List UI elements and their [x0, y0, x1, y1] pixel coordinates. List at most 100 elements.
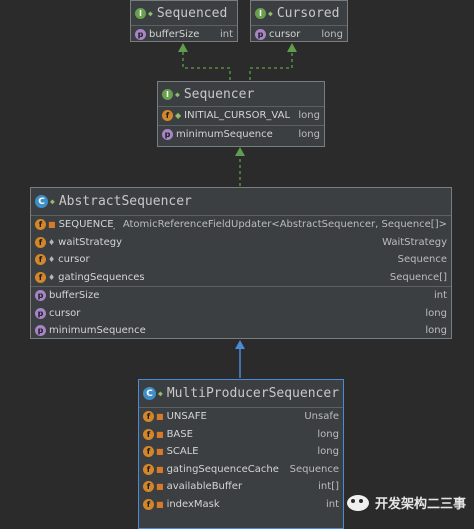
field-type: WaitStrategy	[382, 236, 447, 248]
node-multi-producer-sequencer[interactable]: C ◆ MultiProducerSequencer f ■ UNSAFE Un…	[138, 379, 344, 529]
field-name: indexMask	[166, 498, 220, 510]
field-name: availableBuffer	[166, 481, 243, 493]
node-sequencer[interactable]: I ◆ Sequencer f ◆ INITIAL_CURSOR_VALUE l…	[157, 81, 325, 147]
field-row[interactable]: f ■ UNSAFE Unsafe	[139, 408, 343, 426]
field-name: cursor	[58, 254, 90, 266]
field-icon: f	[143, 498, 154, 510]
field-name: gatingSequences	[58, 271, 145, 283]
field-row[interactable]: f ■ SCALE long	[139, 443, 343, 461]
private-lock-icon: ■	[156, 447, 164, 457]
prop-row[interactable]: p minimumSequence long	[158, 126, 324, 144]
node-title: AbstractSequencer	[58, 194, 192, 209]
interface-icon: I	[135, 7, 146, 19]
field-type: Sequence	[397, 254, 447, 266]
field-type: int[]	[318, 481, 339, 493]
field-row[interactable]: f ■ gatingSequenceCache Sequence	[139, 461, 343, 479]
node-header: I ◆ Sequencer	[158, 82, 324, 107]
public-icon: ◆	[268, 8, 273, 18]
prop-type: long	[298, 128, 320, 140]
prop-row[interactable]: p minimumSequence long	[31, 322, 451, 340]
prop-type: int	[219, 29, 233, 41]
field-name: INITIAL_CURSOR_VALUE	[184, 110, 290, 122]
watermark-text: 开发架构二三事	[374, 497, 466, 512]
public-icon: ◆	[175, 89, 180, 99]
field-name: waitStrategy	[58, 236, 123, 248]
field-type: long	[317, 428, 339, 440]
private-lock-icon: ■	[156, 464, 164, 474]
public-icon: ◆	[158, 389, 163, 398]
field-row[interactable]: f ♦ waitStrategy WaitStrategy	[31, 234, 451, 252]
node-sequenced[interactable]: I ◆ Sequenced p bufferSize int	[130, 0, 238, 42]
field-row[interactable]: f ♦ gatingSequences Sequence[]	[31, 269, 451, 287]
field-type: AtomicReferenceFieldUpdater<AbstractSequ…	[122, 219, 447, 231]
static-field-icon: f	[143, 446, 154, 458]
node-abstract-sequencer[interactable]: C ◆ AbstractSequencer f ■ SEQUENCE_UPDAT…	[30, 187, 452, 339]
field-name: BASE	[166, 428, 193, 440]
field-row[interactable]: f ■ BASE long	[139, 426, 343, 444]
prop-row[interactable]: p bufferSize int	[31, 287, 451, 305]
field-row[interactable]: f ■ indexMask int	[139, 496, 343, 514]
interface-icon: I	[162, 88, 173, 100]
protected-key-icon: ♦	[48, 237, 56, 247]
props-section: p minimumSequence long	[158, 126, 324, 144]
property-icon: p	[135, 29, 146, 41]
prop-row[interactable]: p cursor long	[31, 305, 451, 323]
prop-type: int	[433, 290, 447, 302]
field-icon: f	[35, 271, 46, 283]
interface-icon: I	[255, 7, 266, 19]
public-icon: ◆	[175, 111, 182, 121]
prop-name: bufferSize	[49, 290, 100, 302]
class-icon: C	[143, 387, 156, 400]
field-type: long	[298, 110, 320, 122]
static-field-icon: f	[143, 411, 154, 423]
field-type: Sequence[]	[389, 271, 447, 283]
node-title: MultiProducerSequencer	[166, 386, 340, 401]
node-title: Cursored	[276, 5, 340, 21]
private-lock-icon: ■	[48, 220, 56, 230]
props-section: p bufferSize int p cursor long p minimum…	[31, 287, 451, 340]
edge-sequencer-sequenced	[182, 50, 231, 80]
private-lock-icon: ■	[156, 482, 164, 492]
property-icon: p	[35, 325, 46, 337]
prop-name: bufferSize	[149, 29, 200, 41]
node-header: C ◆ MultiProducerSequencer	[139, 380, 343, 408]
field-row[interactable]: f ◆ INITIAL_CURSOR_VALUE long	[158, 107, 324, 125]
field-icon: f	[35, 236, 46, 248]
private-lock-icon: ■	[156, 429, 164, 439]
field-row[interactable]: f ♦ cursor Sequence	[31, 251, 451, 269]
edge-sequencer-cursored	[249, 50, 293, 80]
props-section: p cursor long	[251, 26, 347, 44]
field-icon: f	[35, 254, 46, 266]
field-icon: f	[143, 481, 154, 493]
prop-type: long	[425, 307, 447, 319]
field-name: gatingSequenceCache	[166, 463, 279, 475]
prop-row[interactable]: p bufferSize int	[131, 26, 237, 44]
arrowhead-cursored	[287, 43, 297, 52]
arrowhead-sequencer	[235, 147, 245, 156]
field-icon: f	[143, 463, 154, 475]
node-header: I ◆ Cursored	[251, 1, 347, 26]
field-name: SCALE	[166, 446, 199, 458]
prop-type: long	[425, 325, 447, 337]
prop-name: minimumSequence	[49, 325, 146, 337]
field-row[interactable]: f ■ SEQUENCE_UPDATER AtomicReferenceFiel…	[31, 216, 451, 234]
field-type: Sequence	[289, 463, 339, 475]
node-header: I ◆ Sequenced	[131, 1, 237, 26]
node-title: Sequencer	[183, 86, 255, 102]
public-icon: ◆	[50, 197, 55, 206]
prop-type: long	[321, 29, 343, 41]
property-icon: p	[35, 307, 46, 319]
field-type: long	[317, 446, 339, 458]
private-lock-icon: ■	[156, 499, 164, 509]
field-name: SEQUENCE_UPDATER	[58, 219, 115, 231]
prop-row[interactable]: p cursor long	[251, 26, 347, 44]
fields-section: f ■ SEQUENCE_UPDATER AtomicReferenceFiel…	[31, 216, 451, 287]
public-icon: ◆	[148, 8, 153, 18]
property-icon: p	[162, 128, 173, 140]
static-field-icon: f	[143, 428, 154, 440]
field-row[interactable]: f ■ availableBuffer int[]	[139, 478, 343, 496]
node-cursored[interactable]: I ◆ Cursored p cursor long	[250, 0, 348, 42]
fields-section: f ◆ INITIAL_CURSOR_VALUE long	[158, 107, 324, 126]
property-icon: p	[35, 290, 46, 302]
protected-key-icon: ♦	[48, 255, 56, 265]
